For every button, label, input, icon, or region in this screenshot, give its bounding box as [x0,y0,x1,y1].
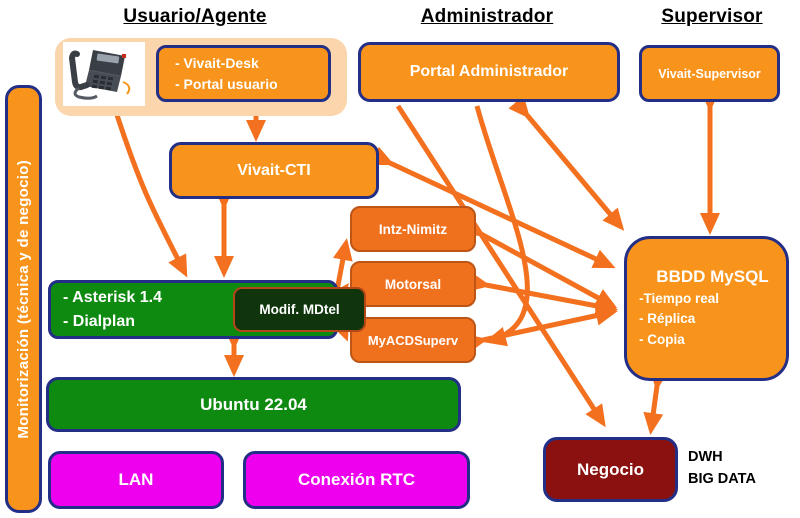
node-myacdsuperv: MyACDSuperv [350,317,476,363]
bbdd-bullet-tiempo-real: -Tiempo real [639,291,720,307]
node-portal-administrador: Portal Administrador [358,42,620,102]
node-lan: LAN [48,451,224,509]
node-modif-mdtel: Modif. MDtel [233,287,366,332]
arrow-portal-negocio [395,104,606,428]
arrow-portal-myacd [474,105,530,347]
bbdd-bullet-replica: - Réplica [639,311,696,327]
node-bbdd-mysql: BBDD MySQL -Tiempo real - Réplica - Copi… [624,236,789,381]
monitoring-bar: Monitorización (técnica y de negocio) [5,85,42,513]
dialplan-line: - Dialplan [63,312,136,330]
node-ubuntu: Ubuntu 22.04 [46,377,461,432]
desk-phone-image [63,42,145,106]
bigdata-line: BIG DATA [688,471,756,488]
node-conexion-rtc: Conexión RTC [243,451,470,509]
arrow-phone-asterisk [101,92,188,278]
portal-usuario-line: - Portal usuario [175,75,278,92]
node-vivait-supervisor: Vivait-Supervisor [639,45,780,102]
node-negocio: Negocio [543,437,678,502]
arrow-cti-bbdd [370,146,616,269]
node-motorsal: Motorsal [350,261,476,307]
header-administrador: Administrador [420,6,554,27]
bbdd-bullet-copia: - Copia [639,331,685,347]
arrow-portal-bbdd [508,95,625,231]
dwh-bigdata-label: DWH BIG DATA [688,446,756,491]
monitoring-bar-label: Monitorización (técnica y de negocio) [15,159,32,439]
vivait-desk-line: - Vivait-Desk [175,55,259,72]
bbdd-title: BBDD MySQL [656,267,769,287]
arrow-motorsal-bbdd [467,272,618,316]
header-supervisor: Supervisor [661,6,763,27]
node-vivait-desk: - Vivait-Desk - Portal usuario [156,45,331,102]
node-intz-nimitz: Intz-Nimitz [350,206,476,252]
header-usuario-agente: Usuario/Agente [123,6,267,27]
dwh-line: DWH [688,449,723,465]
arrow-bbdd-negocio [643,367,670,435]
node-vivait-cti: Vivait-CTI [169,142,379,199]
asterisk-line: - Asterisk 1.4 [63,289,163,307]
